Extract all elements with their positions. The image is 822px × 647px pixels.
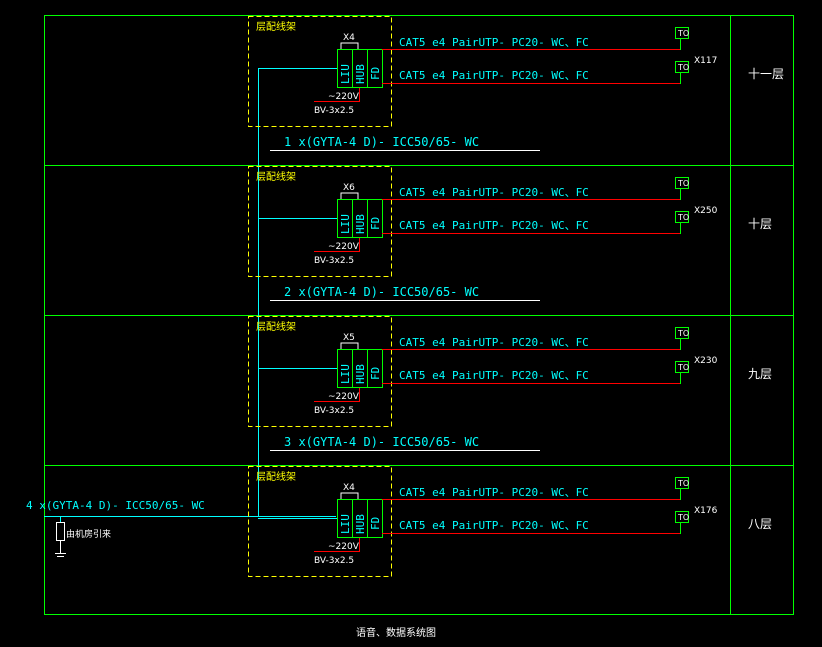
cabinet-box	[248, 466, 392, 577]
outlet-label: TO	[677, 179, 689, 188]
switch-bracket	[340, 492, 359, 499]
switch-bracket	[340, 192, 359, 199]
outlet-count: X250	[694, 206, 718, 216]
power-cable-label: BV-3x2.5	[314, 106, 354, 116]
fd-label: FD	[369, 67, 382, 80]
outlet-label: TO	[677, 29, 689, 38]
power-voltage: ~220V	[328, 542, 360, 552]
cabinet-box	[248, 166, 392, 277]
riser-cable-label: 2 x(GYTA-4 D)- ICC50/65- WC	[284, 285, 479, 299]
main-cable-label: 4 x(GYTA-4 D)- ICC50/65- WC	[26, 499, 205, 512]
outlet-count: X117	[694, 56, 717, 66]
outlet-count: X176	[694, 506, 718, 516]
fd-box	[367, 199, 383, 238]
floor-label: 八层	[748, 517, 772, 531]
switch-label: X6	[343, 183, 355, 193]
cable-label-a: CAT5 e4 PairUTP- PC20- WC、FC	[399, 336, 589, 349]
outlet-label: TO	[677, 329, 689, 338]
cabinet-label: 层配线架	[256, 20, 296, 33]
cable-label-b: CAT5 e4 PairUTP- PC20- WC、FC	[399, 69, 589, 82]
power-voltage: ~220V	[328, 92, 360, 102]
floor-label: 九层	[748, 367, 772, 381]
power-cable-label: BV-3x2.5	[314, 406, 354, 416]
fd-box	[367, 499, 383, 538]
outlet-icon	[675, 27, 689, 39]
outlet-icon	[675, 477, 689, 489]
cabinet-label: 层配线架	[256, 320, 296, 333]
floor-label: 十层	[748, 217, 772, 231]
cabinet-box	[248, 16, 392, 127]
outlet-icon	[675, 211, 689, 223]
outlet-label: TO	[677, 363, 689, 372]
cable-label-b: CAT5 e4 PairUTP- PC20- WC、FC	[399, 369, 589, 382]
riser-cable-label: 3 x(GYTA-4 D)- ICC50/65- WC	[284, 435, 479, 449]
fd-label: FD	[369, 217, 382, 230]
outlet-icon	[675, 361, 689, 373]
liu-label: LIU	[339, 514, 352, 534]
power-voltage: ~220V	[328, 392, 360, 402]
cable-label-a: CAT5 e4 PairUTP- PC20- WC、FC	[399, 486, 589, 499]
outlet-label: TO	[677, 63, 689, 72]
outlet-label: TO	[677, 513, 689, 522]
fd-box	[367, 349, 383, 388]
entry-terminal-icon	[56, 522, 65, 541]
switch-label: X5	[343, 333, 355, 343]
outlet-icon	[675, 61, 689, 73]
liu-label: LIU	[339, 364, 352, 384]
power-cable-label: BV-3x2.5	[314, 256, 354, 266]
outlet-count: X230	[694, 356, 718, 366]
switch-bracket	[340, 42, 359, 49]
riser-backbone	[44, 68, 336, 522]
cable-label-a: CAT5 e4 PairUTP- PC20- WC、FC	[399, 186, 589, 199]
hub-label: HUB	[354, 214, 367, 234]
diagram-title: 语音、数据系统图	[356, 626, 436, 639]
riser-cable-label: 1 x(GYTA-4 D)- ICC50/65- WC	[284, 135, 479, 149]
entry-label: 由机房引来	[66, 528, 111, 540]
power-cable-label: BV-3x2.5	[314, 556, 354, 566]
power-voltage: ~220V	[328, 242, 360, 252]
liu-label: LIU	[339, 214, 352, 234]
hub-label: HUB	[354, 64, 367, 84]
outlet-icon	[675, 177, 689, 189]
cabinet-label: 层配线架	[256, 170, 296, 183]
outlet-icon	[675, 511, 689, 523]
outlet-label: TO	[677, 479, 689, 488]
hub-label: HUB	[354, 364, 367, 384]
hub-label: HUB	[354, 514, 367, 534]
outlet-icon	[675, 327, 689, 339]
switch-bracket	[340, 342, 359, 349]
outlet-label: TO	[677, 213, 689, 222]
fd-label: FD	[369, 517, 382, 530]
cable-label-a: CAT5 e4 PairUTP- PC20- WC、FC	[399, 36, 589, 49]
switch-label: X4	[343, 33, 355, 43]
cable-label-b: CAT5 e4 PairUTP- PC20- WC、FC	[399, 219, 589, 232]
cable-label-b: CAT5 e4 PairUTP- PC20- WC、FC	[399, 519, 589, 532]
fd-label: FD	[369, 367, 382, 380]
cabinet-label: 层配线架	[256, 470, 296, 483]
cabinet-box	[248, 316, 392, 427]
fd-box	[367, 49, 383, 88]
switch-label: X4	[343, 483, 355, 493]
liu-label: LIU	[339, 64, 352, 84]
entry-point: 4 x(GYTA-4 D)- ICC50/65- WC 由机房引来	[26, 499, 205, 557]
floor-label: 十一层	[748, 67, 784, 81]
frame-grid	[44, 15, 794, 615]
